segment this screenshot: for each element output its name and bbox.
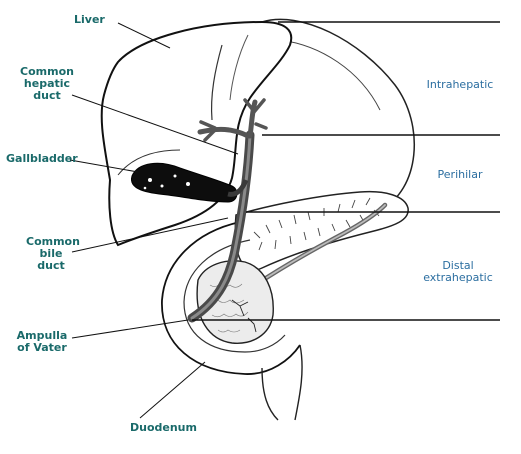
right-hepatic-duct <box>197 126 251 139</box>
right-hepatic-duct-branch <box>199 120 217 142</box>
label-gallbladder: Gallbladder <box>6 152 78 165</box>
region-distal-extrahepatic: Distal extrahepatic <box>423 259 493 284</box>
liver-lobe-line <box>210 44 223 121</box>
label-common-bile-duct: Common bile duct <box>26 235 80 272</box>
region-perihilar: Perihilar <box>437 168 483 181</box>
pancreas-outline <box>234 190 409 271</box>
duodenum-outline <box>161 221 301 375</box>
label-common-hepatic-duct: Common hepatic duct <box>20 65 74 102</box>
pointer-common-hepatic-duct <box>71 94 239 155</box>
left-hepatic-duct <box>247 99 258 139</box>
duodenum-descending-2 <box>294 344 303 421</box>
pancreatic-branches <box>253 197 380 251</box>
label-liver: Liver <box>74 13 105 26</box>
pointer-liver <box>117 22 171 49</box>
pointer-duodenum <box>139 361 206 419</box>
liver-underside <box>117 149 181 176</box>
pointer-common-bile-duct <box>71 217 229 253</box>
duodenum-descending <box>261 367 279 421</box>
label-ampulla-of-vater: Ampulla of Vater <box>16 329 68 354</box>
pointer-gallbladder <box>69 159 139 173</box>
duodenum-inner <box>183 239 286 353</box>
label-duodenum: Duodenum <box>130 421 197 434</box>
region-intrahepatic: Intrahepatic <box>426 78 494 91</box>
liver-lobe-line-2 <box>229 34 249 101</box>
stomach-inner <box>279 39 381 111</box>
cystic-duct <box>227 179 249 197</box>
pointer-ampulla <box>71 319 189 339</box>
left-hepatic-duct-branch <box>243 98 268 130</box>
